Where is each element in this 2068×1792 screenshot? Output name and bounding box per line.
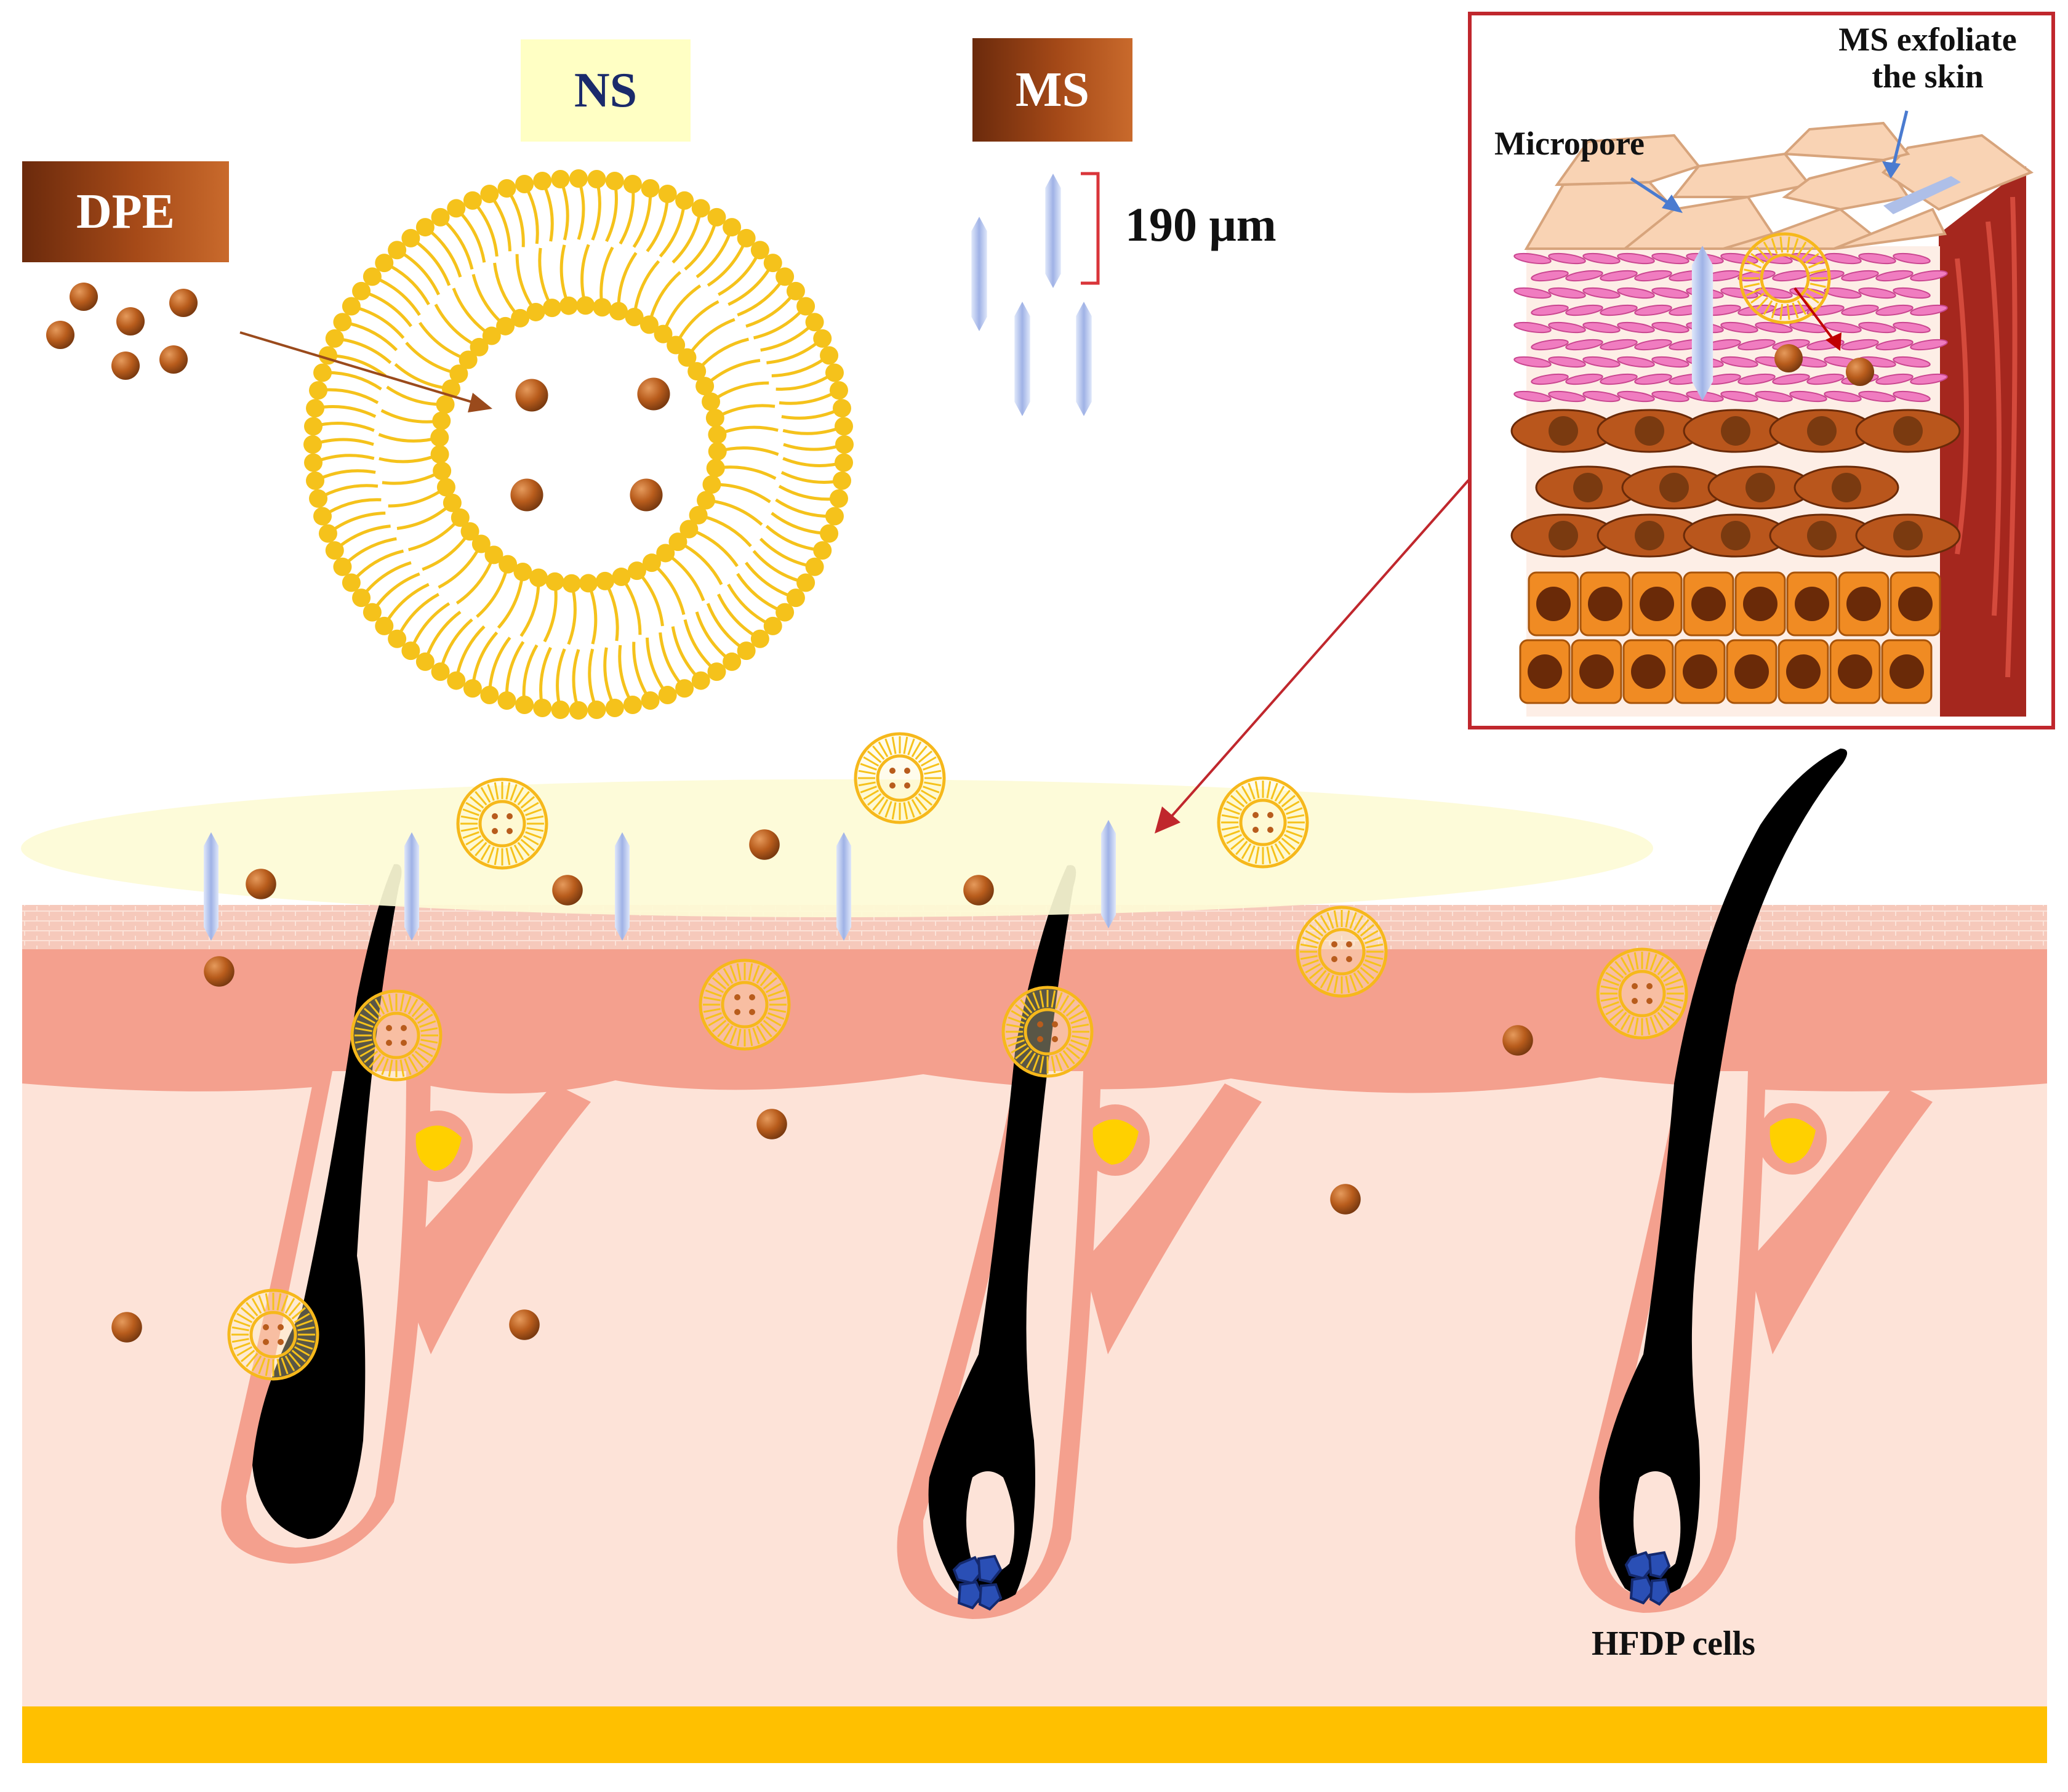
dpe-particle xyxy=(510,478,543,512)
arrowhead-icon xyxy=(468,393,492,412)
microneedle xyxy=(1014,302,1030,416)
hfdp-cells-icon xyxy=(952,1554,1003,1611)
microneedle xyxy=(971,217,987,331)
hair-follicle-2 xyxy=(897,865,1262,1619)
microneedle xyxy=(1101,820,1116,928)
dpe-particle xyxy=(630,478,663,512)
niosome-small xyxy=(1596,947,1688,1040)
gland-branch xyxy=(1748,1083,1933,1354)
inset-granular-layer xyxy=(1510,409,1961,558)
dpe-to-ns-arrow xyxy=(239,331,487,408)
dpe-particle xyxy=(111,352,140,380)
hair-shaft-icon xyxy=(252,864,402,1539)
microneedle xyxy=(1045,174,1061,288)
niosome-small xyxy=(1217,776,1309,869)
microneedle-exfoliating xyxy=(1883,176,1961,214)
niosome-small xyxy=(854,732,946,824)
niosome-vesicle xyxy=(303,169,854,720)
papilla-cavity xyxy=(1633,1471,1681,1572)
dpe-particle xyxy=(116,307,145,335)
skin-niosomes xyxy=(227,732,1688,1381)
microneedle xyxy=(1691,246,1713,401)
niosome-small xyxy=(1001,986,1094,1078)
hair-follicle-1 xyxy=(221,864,591,1564)
arrowhead-icon xyxy=(1662,195,1683,213)
inset-connector-arrow xyxy=(1168,479,1470,820)
arrowhead-icon xyxy=(1882,161,1901,179)
dpe-particle xyxy=(70,283,98,311)
gland-branch xyxy=(394,1083,591,1354)
arrowhead-icon xyxy=(1155,806,1180,834)
hair-follicle-3 xyxy=(1575,749,1933,1613)
dpe-particle xyxy=(1774,344,1803,372)
inset-basal-layer xyxy=(1519,571,1941,704)
hair-shaft-icon xyxy=(1599,749,1848,1597)
microneedle xyxy=(404,832,419,941)
release-arrow xyxy=(1793,287,1837,344)
ms-label: MS xyxy=(972,38,1132,142)
dpe-particles-legend xyxy=(46,283,198,380)
exfoliate-label: MS exfoliate the skin xyxy=(1823,21,2032,95)
niosome-small xyxy=(456,777,548,870)
basement-membrane xyxy=(22,1706,2047,1763)
hfdp-label: HFDP cells xyxy=(1592,1625,1755,1663)
ns-label: NS xyxy=(521,39,691,142)
ms-needles-legend xyxy=(971,174,1092,416)
dpe-particle xyxy=(963,875,994,906)
inset-spinous-layer xyxy=(1513,252,1948,403)
dpe-particle xyxy=(1846,358,1874,386)
dpe-particle xyxy=(246,869,276,899)
hfdp-cells-icon xyxy=(1624,1551,1671,1606)
niosome-dpe-cargo xyxy=(510,377,670,512)
dpe-particle xyxy=(111,1312,142,1343)
inset-corneocytes xyxy=(1524,121,2034,250)
dpe-particle xyxy=(169,289,198,317)
exfoliate-label-line2: the skin xyxy=(1872,58,1984,95)
niosome-small xyxy=(1296,906,1388,998)
dpe-particle xyxy=(1330,1184,1361,1215)
scale-bracket xyxy=(1081,172,1100,285)
niosome-small xyxy=(699,958,791,1051)
niosome-small xyxy=(227,1288,319,1381)
micropore-label: Micropore xyxy=(1494,125,1645,162)
dpe-particle xyxy=(159,345,188,374)
dpe-particle xyxy=(552,875,583,906)
hair-shaft-icon xyxy=(928,865,1076,1604)
dpe-particle xyxy=(1502,1025,1533,1056)
sebaceous-gland-icon xyxy=(1092,1119,1139,1165)
dpe-particle xyxy=(509,1309,540,1340)
arrowhead-icon xyxy=(1826,332,1842,351)
scale-label: 190 μm xyxy=(1125,198,1276,251)
microneedle xyxy=(615,832,630,941)
microneedle xyxy=(1076,302,1092,416)
dpe-particle xyxy=(756,1109,787,1139)
exfoliate-label-line1: MS exfoliate xyxy=(1838,21,2017,58)
dpe-label: DPE xyxy=(22,161,229,262)
gland-branch xyxy=(1083,1083,1262,1354)
microneedle xyxy=(836,832,851,941)
dpe-particle xyxy=(515,379,548,412)
dpe-particle xyxy=(46,321,74,349)
dpe-particle xyxy=(749,829,780,860)
dpe-particle xyxy=(204,956,234,987)
exfoliate-arrow xyxy=(1891,110,1909,167)
microneedle xyxy=(204,832,218,941)
sebaceous-gland-icon xyxy=(1769,1118,1816,1163)
sebaceous-gland-icon xyxy=(415,1125,462,1171)
niosome-small xyxy=(350,989,443,1082)
dpe-particle xyxy=(637,377,670,411)
papilla-cavity xyxy=(966,1471,1014,1573)
skin-inset xyxy=(1468,12,2055,729)
